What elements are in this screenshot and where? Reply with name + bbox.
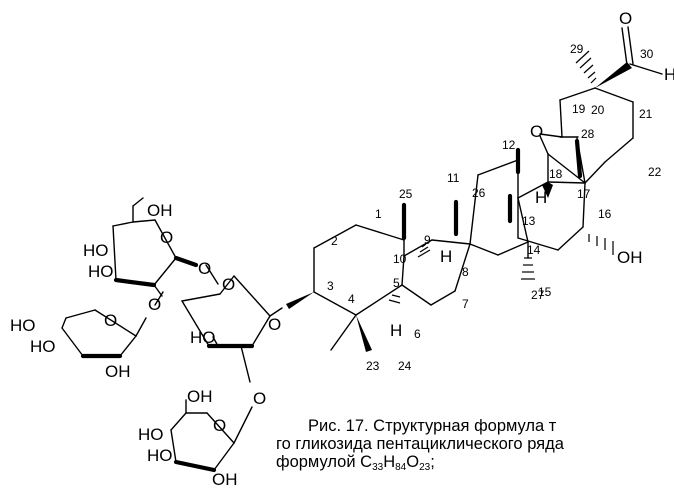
bridge-oxygen: O xyxy=(530,122,543,141)
sugar-a-ring-oxygen: O xyxy=(160,228,173,247)
sugar-a-link-oxygen: O xyxy=(198,259,211,278)
locant-3: 3 xyxy=(327,279,334,293)
locant-25: 25 xyxy=(399,187,413,201)
sugar-d-hydroxyl-top: OH xyxy=(187,387,213,406)
locant-4: 4 xyxy=(348,292,355,306)
c9-hydrogen xyxy=(417,243,431,258)
caption-formula-suffix: ; xyxy=(430,453,435,471)
aldehyde-hydrogen: H xyxy=(664,65,674,84)
locant-19: 19 xyxy=(572,102,586,116)
c18-hydrogen xyxy=(542,182,553,198)
sugar-b-link-oxygen: O xyxy=(148,295,161,314)
sugar-c-hydroxyl-low: HO xyxy=(30,337,56,356)
aldehyde-group: O H xyxy=(595,9,674,88)
locant-9: 9 xyxy=(424,233,431,247)
locant-11: 11 xyxy=(447,171,460,185)
ring-c xyxy=(469,159,529,256)
ring-d xyxy=(515,133,586,251)
ring-a xyxy=(313,202,407,316)
c5-hydrogen xyxy=(388,294,401,304)
c16-hydroxyl xyxy=(588,234,614,255)
ring-e xyxy=(559,87,634,184)
locant-8: 8 xyxy=(462,265,469,279)
sugar-ring-b xyxy=(181,275,283,383)
locant-26: 26 xyxy=(472,186,486,200)
sugar-a-hydroxyl-low: HO xyxy=(88,262,114,281)
locant-21: 21 xyxy=(639,107,653,121)
sugar-b-hydroxyl: HO xyxy=(190,328,216,347)
formula-c-subscript: 33 xyxy=(372,462,384,472)
locant-13: 13 xyxy=(522,214,536,228)
sugar-ring-d xyxy=(170,399,253,473)
locant-16: 16 xyxy=(598,207,612,221)
sugar-c-hydroxyl-left: HO xyxy=(10,316,36,335)
figure-caption: Рис. 17. Структурная формула т го гликоз… xyxy=(276,417,674,471)
locant-17: 17 xyxy=(577,187,591,201)
glycosidic-oxygen: O xyxy=(268,315,281,334)
sugar-d-ring-oxygen: O xyxy=(213,416,226,435)
locant-7: 7 xyxy=(462,297,469,311)
formula-h-subscript: 84 xyxy=(395,462,407,472)
locant-12: 12 xyxy=(502,138,516,152)
caption-line-1: Рис. 17. Структурная формула т xyxy=(308,417,557,435)
locant-27-offset: 27 xyxy=(531,288,545,302)
formula-h: H xyxy=(383,453,396,471)
locant-14: 14 xyxy=(527,243,541,257)
sugar-ring-a xyxy=(112,197,219,297)
carbon-locants: 1 2 3 4 5 6 7 8 9 10 11 12 13 14 15 16 1… xyxy=(327,42,662,373)
c27-methyl xyxy=(521,257,535,280)
locant-1: 1 xyxy=(375,207,382,221)
locant-15: 15 xyxy=(538,285,552,299)
locant-5: 5 xyxy=(393,276,400,290)
sugar-b-link-oxygen-low: O xyxy=(253,389,266,408)
c3-ether xyxy=(286,292,314,309)
sugar-d-hydroxyl-bottom: OH xyxy=(212,470,238,488)
locant-6: 6 xyxy=(414,327,421,341)
locant-28: 28 xyxy=(581,127,595,141)
sugar-a-hydroxyl-left: HO xyxy=(83,241,109,260)
c29-methyl xyxy=(575,50,597,84)
locant-22: 22 xyxy=(648,165,662,179)
sugar-c-ring-oxygen: O xyxy=(104,311,117,330)
sugar-c-hydroxyl-bottom: OH xyxy=(105,362,131,381)
locant-2: 2 xyxy=(331,234,338,248)
locant-30: 30 xyxy=(640,47,654,61)
c18-hydrogen-label: H xyxy=(535,188,547,207)
formula-o-subscript: 23 xyxy=(419,462,431,472)
sugar-a-hydroxyl-top: OH xyxy=(147,201,173,220)
caption-formula-prefix: формулой C xyxy=(276,453,373,471)
sugar-d-hydroxyl-low: HO xyxy=(147,446,173,465)
sugar-ring-c xyxy=(61,291,164,359)
locant-18: 18 xyxy=(549,167,563,181)
caption-line-3: формулой C33H84O23; xyxy=(276,453,674,471)
aldehyde-oxygen: O xyxy=(619,9,632,28)
c9-hydrogen-label: H xyxy=(440,247,452,266)
formula-o: O xyxy=(406,453,420,471)
c23-c24-methyls xyxy=(330,314,372,352)
caption-line-2: го гликозида пентациклического ряда xyxy=(276,435,564,453)
locant-29: 29 xyxy=(570,42,584,56)
sugar-b-ring-oxygen: O xyxy=(222,275,235,294)
ring-b xyxy=(401,199,471,306)
sugar-d-hydroxyl-left: HO xyxy=(138,425,164,444)
locant-24: 24 xyxy=(398,359,412,373)
c16-hydroxyl-label: OH xyxy=(617,248,643,267)
c5-hydrogen-label: H xyxy=(390,321,402,340)
locant-23: 23 xyxy=(366,359,380,373)
locant-20: 20 xyxy=(591,103,605,117)
locant-10: 10 xyxy=(393,252,407,266)
